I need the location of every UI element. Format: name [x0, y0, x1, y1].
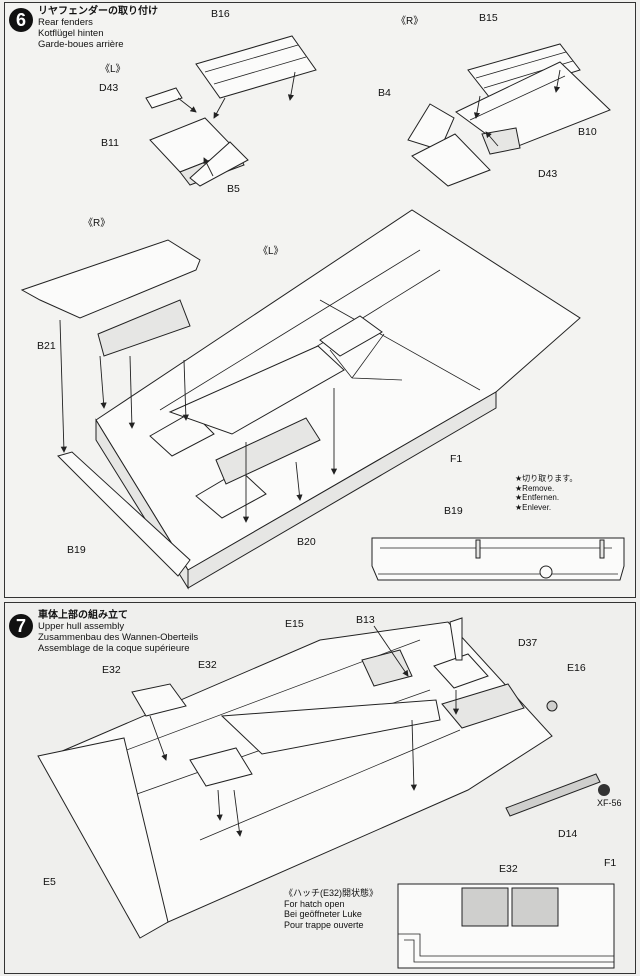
step-7-title: 車体上部の組み立て Upper hull assembly Zusammenba… — [38, 610, 198, 654]
label-e15: E15 — [285, 618, 304, 630]
label-side-left-2: 《L》 — [258, 246, 284, 257]
part-e5 — [37, 737, 169, 939]
step-7-title-fr: Assemblage de la coque supérieure — [38, 643, 190, 654]
label-b20: B20 — [297, 536, 316, 548]
part-b19 — [57, 451, 191, 577]
label-d14: D14 — [558, 828, 578, 840]
label-b15: B15 — [479, 12, 498, 24]
remove-note-fr: ★Enlever. — [515, 502, 552, 512]
label-b11: B11 — [101, 137, 119, 149]
step-6-title: リヤフェンダーの取り付け Rear fenders Kotflügel hint… — [38, 6, 158, 50]
hatch-note: 《ハッチ(E32)開状態》 For hatch open Bei geöffne… — [284, 888, 378, 930]
step-7-panel — [4, 602, 636, 974]
label-e5: E5 — [43, 876, 56, 888]
step-7-title-jp: 車体上部の組み立て — [38, 610, 128, 621]
label-side-right: 《R》 — [396, 16, 424, 27]
label-side-right-2: 《R》 — [83, 218, 111, 229]
part-e32-b — [189, 747, 253, 787]
step-6-title-de: Kotflügel hinten — [38, 28, 104, 39]
hatch-note-de: Bei geöffneter Luke — [284, 909, 362, 919]
part-d14 — [505, 773, 601, 817]
label-d43-right: D43 — [538, 168, 558, 180]
part-b5 — [189, 141, 249, 187]
hull-step7 — [37, 617, 610, 939]
step-7-number: 7 — [9, 614, 33, 638]
part-d43-left — [145, 87, 183, 109]
label-b10: B10 — [578, 126, 597, 138]
label-b21: B21 — [37, 340, 56, 352]
hatch-note-fr: Pour trappe ouverte — [284, 919, 364, 930]
part-e16 — [546, 700, 558, 712]
hatch-open-detail — [397, 883, 615, 969]
hatch-note-jp: 《ハッチ(E32)開状態》 — [284, 888, 379, 898]
hatch-note-en: For hatch open — [284, 898, 345, 909]
label-b5: B5 — [227, 183, 240, 195]
part-b20 — [215, 417, 321, 485]
remove-note-en: ★Remove. — [515, 483, 555, 493]
part-b21 — [97, 299, 191, 357]
part-b13 — [449, 617, 463, 661]
remove-note-de: ★Entfernen. — [515, 493, 560, 502]
step-6-title-en: Rear fenders — [38, 17, 93, 28]
part-right-fender-assembled — [20, 239, 201, 319]
left-fender-group — [145, 35, 317, 187]
step-6-title-fr: Garde-boues arrière — [38, 39, 124, 50]
step-7-title-de: Zusammenbau des Wannen-Oberteils — [38, 632, 199, 643]
label-b13: B13 — [356, 614, 375, 626]
step-6-number: 6 — [9, 8, 33, 32]
label-b19-detail: B19 — [444, 505, 463, 517]
label-f1-detail: F1 — [604, 857, 617, 869]
part-e32-a — [131, 683, 187, 717]
right-fender-group — [407, 43, 611, 187]
label-side-left: 《L》 — [100, 64, 126, 75]
label-d37: D37 — [518, 637, 538, 649]
label-e16: E16 — [567, 662, 586, 674]
part-e15 — [220, 699, 441, 755]
step-7-title-en: Upper hull assembly — [38, 621, 125, 632]
label-b16: B16 — [211, 8, 230, 20]
paint-drop-icon — [598, 784, 610, 796]
hull-step6 — [20, 209, 581, 590]
step-6-title-jp: リヤフェンダーの取り付け — [38, 6, 158, 17]
label-e32-a: E32 — [102, 664, 121, 676]
part-b16 — [195, 35, 317, 99]
label-f1: F1 — [450, 453, 463, 465]
label-e32-b: E32 — [198, 659, 217, 671]
remove-note-jp: ★切り取ります。 — [515, 474, 578, 483]
label-d43-left: D43 — [99, 82, 119, 94]
label-b19: B19 — [67, 544, 86, 556]
b19-detail — [371, 537, 625, 581]
label-e32-detail: E32 — [499, 863, 518, 875]
remove-note: ★切り取ります。 ★Remove. ★Entfernen. ★Enlever. — [515, 474, 577, 512]
part-left-fender-assembled — [168, 345, 345, 435]
label-b4: B4 — [378, 87, 391, 99]
label-xf56: XF-56 — [597, 798, 622, 808]
